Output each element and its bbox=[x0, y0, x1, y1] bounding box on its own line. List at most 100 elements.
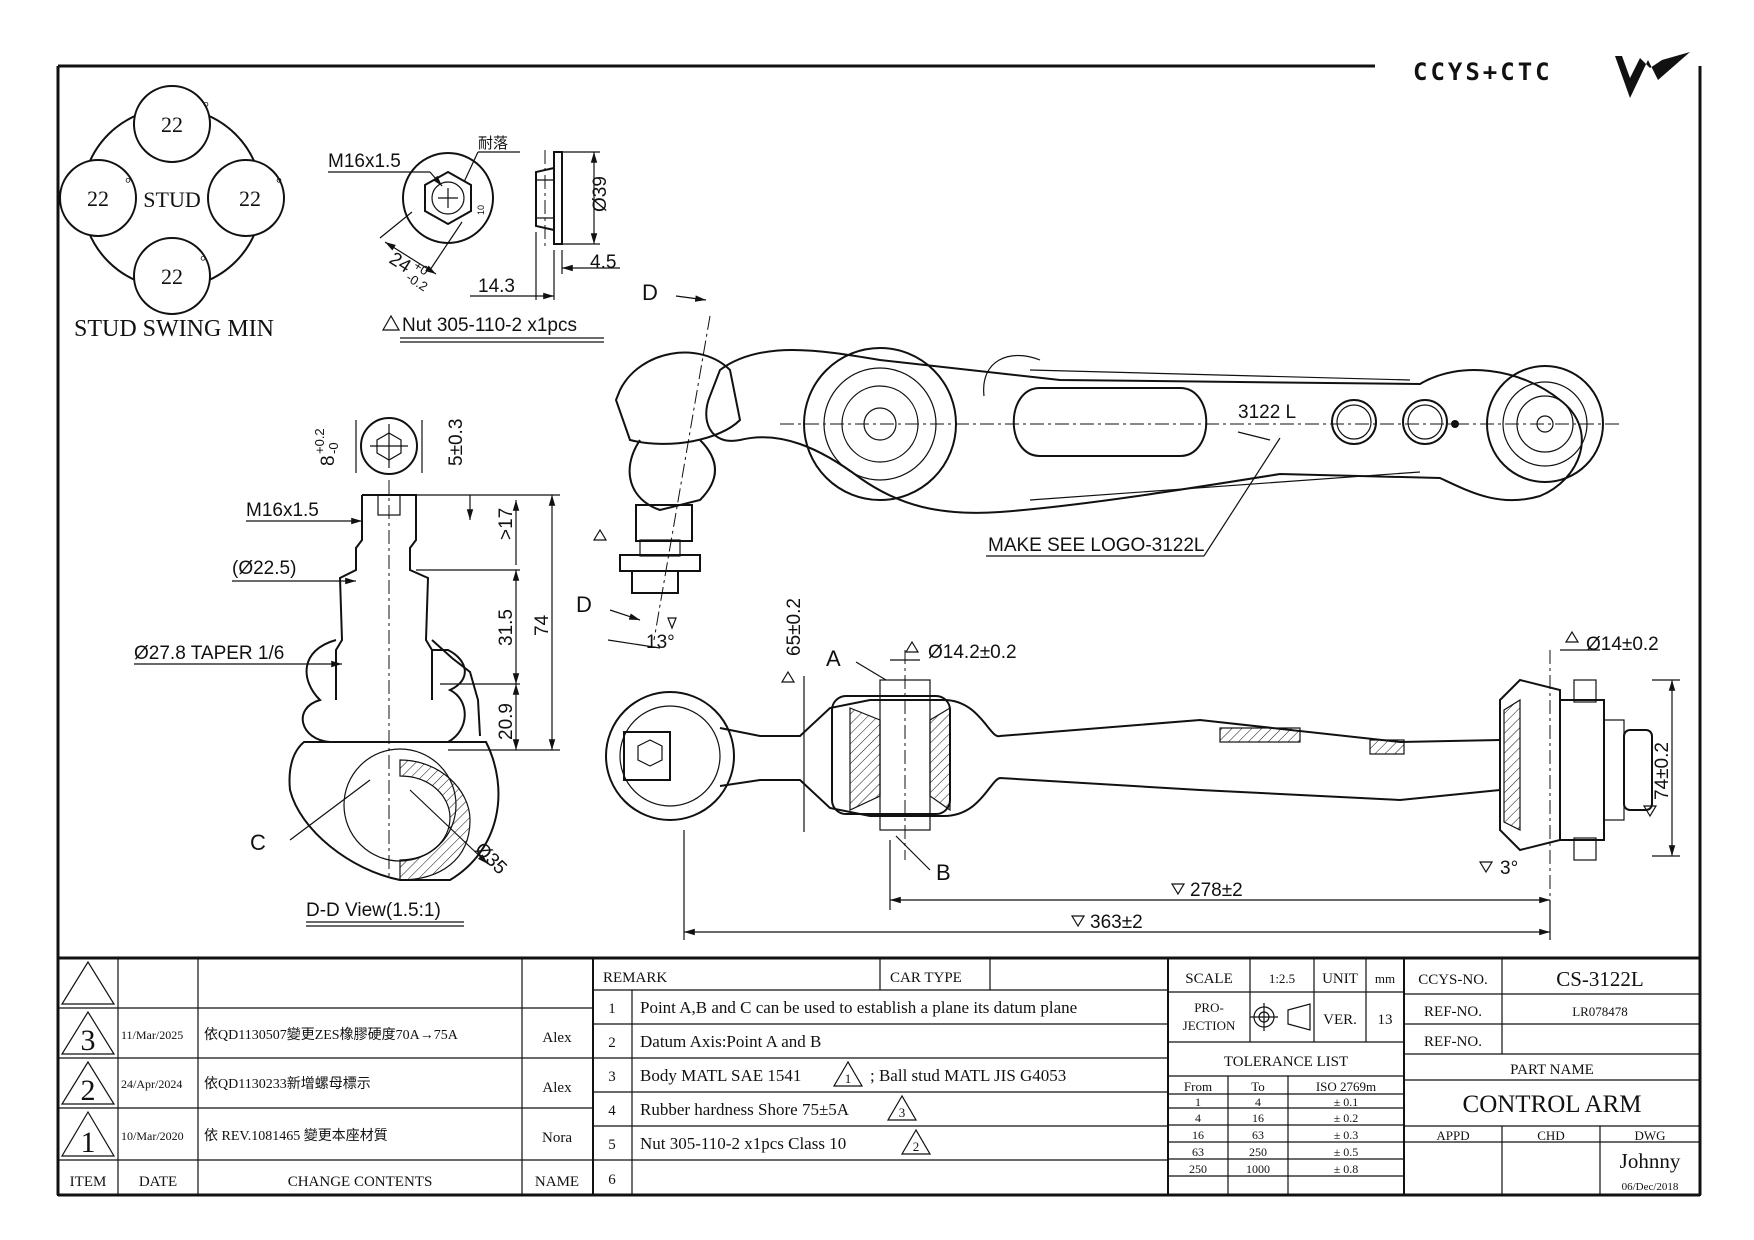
stud-swing-diagram: STUD 22 ° 22 ° 22 ° 22 ° STUD SWING MIN bbox=[59, 85, 285, 342]
drawing-version: 13 bbox=[1378, 1012, 1393, 1028]
nut-flange-diameter: Ø39 bbox=[590, 176, 611, 212]
logo-text: CCYS+CTC bbox=[1413, 58, 1553, 86]
svg-text:REF-NO.: REF-NO. bbox=[1424, 1034, 1482, 1050]
nut-flange-thickness: 4.5 bbox=[590, 252, 616, 273]
svg-text:ISO 2769m: ISO 2769m bbox=[1316, 1079, 1376, 1094]
remarks-table: REMARK CAR TYPE 1 Point A,B and C can be… bbox=[592, 957, 1169, 1196]
stud-label: STUD bbox=[143, 187, 200, 212]
svg-text:°: ° bbox=[125, 176, 131, 192]
rev-header-change: CHANGE CONTENTS bbox=[288, 1174, 433, 1190]
section-dd-view: 8 +0.2 -0 5±0.3 M16x1.5 (Ø22.5) Ø27.8 TA… bbox=[134, 417, 560, 927]
svg-text:± 0.8: ± 0.8 bbox=[1334, 1162, 1359, 1176]
ball-center-height: 65±0.2 bbox=[784, 598, 805, 656]
side-view: A B Ø14.2±0.2 65±0.2 Ø14±0.2 74±0.2 3° bbox=[605, 598, 1680, 940]
svg-text:10: 10 bbox=[476, 205, 486, 215]
taper-length: 31.5 bbox=[496, 609, 517, 646]
section-d-top: D bbox=[642, 280, 658, 305]
svg-text:DWG: DWG bbox=[1634, 1128, 1665, 1143]
svg-text:2: 2 bbox=[608, 1035, 616, 1051]
rev-date-3: 11/Mar/2025 bbox=[121, 1028, 183, 1042]
part-name: CONTROL ARM bbox=[1463, 1091, 1642, 1118]
svg-text:5: 5 bbox=[608, 1137, 616, 1153]
rev-header-date: DATE bbox=[139, 1174, 177, 1190]
rev-item-3: 3 bbox=[81, 1024, 96, 1057]
remark-3-tail: ; Ball stud MATL JIS G4053 bbox=[870, 1066, 1066, 1085]
stud-swing-title: STUD SWING MIN bbox=[74, 316, 274, 342]
stud-neck-diameter: (Ø22.5) bbox=[232, 558, 296, 579]
car-type-label: CAR TYPE bbox=[890, 970, 962, 986]
rear-angle: 3° bbox=[1500, 858, 1518, 879]
datum-point-a: A bbox=[826, 646, 841, 671]
remark-1: Point A,B and C can be used to establish… bbox=[640, 998, 1077, 1017]
svg-text:4: 4 bbox=[1195, 1111, 1201, 1125]
bushing-diameter: Ø14.2±0.2 bbox=[928, 642, 1017, 663]
rev-header-item: ITEM bbox=[70, 1174, 107, 1190]
swing-angle-top: 22 bbox=[161, 112, 183, 137]
svg-text:°: ° bbox=[276, 176, 282, 192]
svg-text:JECTION: JECTION bbox=[1183, 1018, 1236, 1033]
svg-text:± 0.3: ± 0.3 bbox=[1334, 1128, 1359, 1142]
svg-text:250: 250 bbox=[1249, 1145, 1267, 1159]
rev-item-2: 2 bbox=[81, 1074, 96, 1107]
inner-length: 278±2 bbox=[1190, 880, 1243, 901]
svg-text:1: 1 bbox=[608, 1001, 616, 1017]
svg-text:-0: -0 bbox=[326, 442, 341, 454]
svg-text:APPD: APPD bbox=[1436, 1128, 1469, 1143]
section-d-bottom: D bbox=[576, 592, 592, 617]
projection-symbol-icon bbox=[1250, 1003, 1311, 1031]
plan-view: 3122 L D D 13° MAKE SEE LOGO-3122L bbox=[576, 280, 1620, 653]
remark-5: Nut 305-110-2 x1pcs Class 10 bbox=[640, 1134, 846, 1153]
svg-text:63: 63 bbox=[1252, 1128, 1264, 1142]
nut-title: Nut 305-110-2 x1pcs bbox=[402, 315, 577, 336]
ref-number: LR078478 bbox=[1572, 1004, 1628, 1019]
drawing-scale: 1:2.5 bbox=[1269, 971, 1295, 986]
rev-name-2: Alex bbox=[542, 1080, 572, 1096]
svg-text:SCALE: SCALE bbox=[1185, 971, 1233, 987]
svg-text:+0: +0 bbox=[411, 258, 432, 279]
svg-text:4: 4 bbox=[1255, 1095, 1261, 1109]
logo-emblem-icon bbox=[1615, 52, 1690, 98]
scale-tolerance-block: SCALE 1:2.5 UNIT mm PRO- JECTION VER. 13… bbox=[1167, 957, 1405, 1196]
swing-angle-left: 22 bbox=[87, 186, 109, 211]
rev-header-name: NAME bbox=[535, 1174, 579, 1190]
svg-text:°: ° bbox=[203, 100, 209, 116]
remark-header: REMARK bbox=[603, 970, 667, 986]
rear-bushing-height: 74±0.2 bbox=[1652, 742, 1673, 800]
svg-text:6: 6 bbox=[608, 1172, 616, 1188]
nut-lock-note: 耐落 bbox=[478, 135, 508, 152]
stud-thread-label: M16x1.5 bbox=[246, 500, 319, 521]
rev-name-1: Nora bbox=[542, 1130, 572, 1146]
svg-text:REF-NO.: REF-NO. bbox=[1424, 1004, 1482, 1020]
nut-height: 14.3 bbox=[478, 276, 515, 297]
ccys-number: CS-3122L bbox=[1556, 967, 1644, 991]
logo-note: MAKE SEE LOGO-3122L bbox=[988, 535, 1205, 556]
datum-point-c: C bbox=[250, 830, 266, 855]
svg-text:4: 4 bbox=[608, 1103, 616, 1119]
company-logo: CCYS+CTC bbox=[1413, 52, 1690, 98]
svg-text:+0.2: +0.2 bbox=[312, 428, 327, 454]
thread-length: >17 bbox=[496, 508, 517, 540]
swing-angle-bottom: 22 bbox=[161, 264, 183, 289]
drawing-unit: mm bbox=[1375, 971, 1395, 986]
svg-text:PART NAME: PART NAME bbox=[1510, 1062, 1594, 1078]
tolerance-title: TOLERANCE LIST bbox=[1224, 1054, 1348, 1070]
rev-date-2: 24/Apr/2024 bbox=[121, 1077, 182, 1091]
nut-detail-view: M16x1.5 耐落 24 +0 -0.2 10 Ø39 4.5 14.3 Nu… bbox=[328, 135, 620, 343]
svg-text:3: 3 bbox=[608, 1069, 616, 1085]
rev-item-1: 1 bbox=[81, 1126, 96, 1159]
hex-socket-size: 8 bbox=[318, 455, 339, 466]
svg-text:1: 1 bbox=[845, 1071, 852, 1086]
svg-text:1000: 1000 bbox=[1246, 1162, 1270, 1176]
remark-3: Body MATL SAE 1541 bbox=[640, 1066, 801, 1085]
taper-label: Ø27.8 TAPER 1/6 bbox=[134, 643, 284, 664]
rev-change-3: 依QD1130507變更ZES橡膠硬度70A→75A bbox=[204, 1027, 459, 1043]
svg-text:63: 63 bbox=[1192, 1145, 1204, 1159]
remark-4: Rubber hardness Shore 75±5A bbox=[640, 1100, 850, 1119]
drawn-date: 06/Dec/2018 bbox=[1622, 1181, 1679, 1193]
svg-text:VER.: VER. bbox=[1323, 1012, 1357, 1028]
svg-text:± 0.1: ± 0.1 bbox=[1334, 1095, 1359, 1109]
rev-date-1: 10/Mar/2020 bbox=[121, 1129, 184, 1143]
svg-text:1: 1 bbox=[1195, 1095, 1201, 1109]
ball-diameter: Ø35 bbox=[470, 839, 510, 879]
